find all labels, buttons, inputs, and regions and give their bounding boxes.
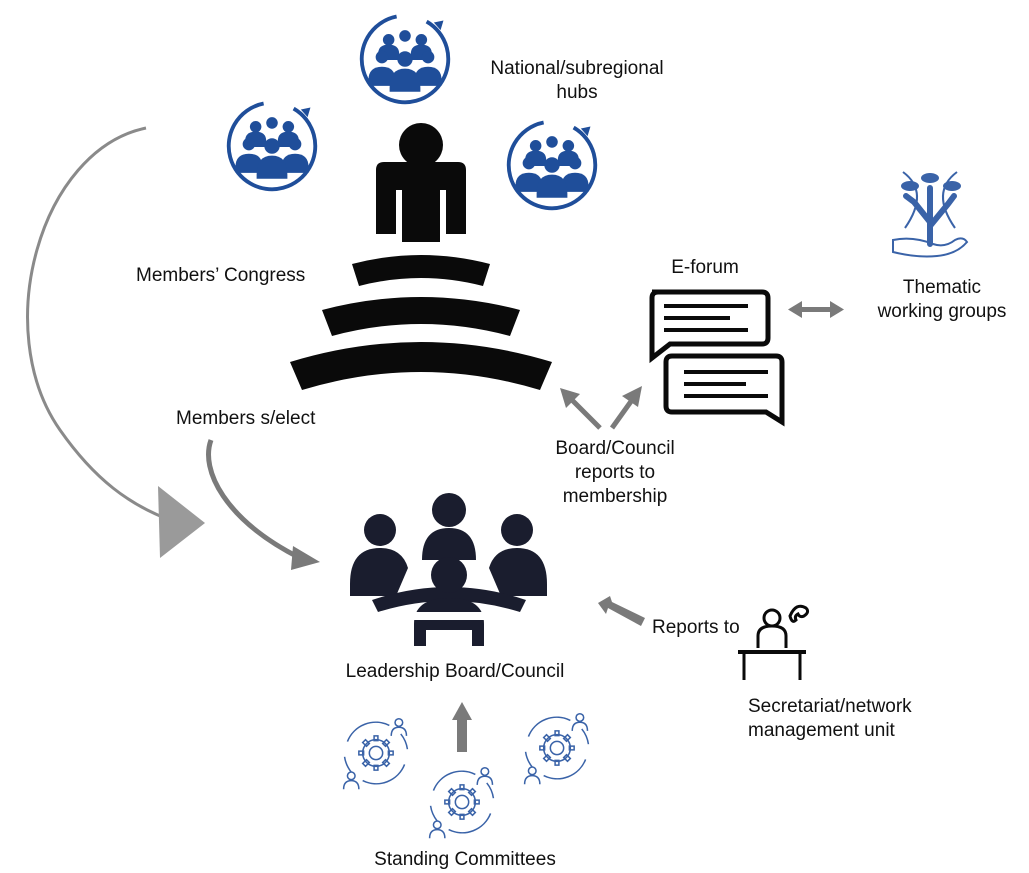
e-forum-label: E-forum [671,257,739,278]
hub-group-icon [355,9,455,109]
secretariat-to-board-arrow [598,596,645,626]
committees-to-board-arrow [452,702,472,752]
elect-to-board-arrow [206,439,320,570]
hubs-label: National/subregional hubs [462,57,692,105]
meeting-table-icon [350,493,547,646]
speaker-broadcast-icon [290,123,552,390]
chat-bubbles-icon [649,289,785,427]
secretariat-line1: Secretariat/network [748,696,912,717]
leadership-board-label: Leadership Board/Council [345,661,565,682]
eforum-thematic-double-arrow [788,301,844,318]
thematic-groups-label: Thematic working groups [856,276,1028,324]
members-elect-label: Members s/elect [176,408,316,429]
board-reports-line2: reports to [574,462,656,483]
secretariat-line2: management unit [748,720,895,741]
standing-committees-label: Standing Committees [374,849,556,870]
gear-people-icon [428,766,495,839]
board-reports-line3: membership [562,486,668,507]
thematic-label-line2: working groups [877,301,1007,322]
board-reports-label: Board/Council reports to membership [530,437,700,509]
members-elect-curved-arrow [26,126,205,558]
secretariat-label: Secretariat/network management unit [748,695,912,743]
hubs-label-line1: National/subregional [490,58,664,79]
thematic-label-line1: Thematic [902,277,982,298]
hubs-label-line2: hubs [556,82,598,103]
board-reports-arrows [560,386,642,430]
tree-in-hand-icon [892,171,969,258]
members-congress-label: Members’ Congress [136,265,306,286]
gear-people-icon [523,712,590,785]
hub-group-icon [222,96,322,196]
gear-people-icon [342,717,409,790]
board-reports-line1: Board/Council [555,438,675,459]
desk-worker-phone-icon [738,604,810,680]
hub-group-icon [502,115,602,215]
reports-to-label: Reports to [652,617,740,638]
